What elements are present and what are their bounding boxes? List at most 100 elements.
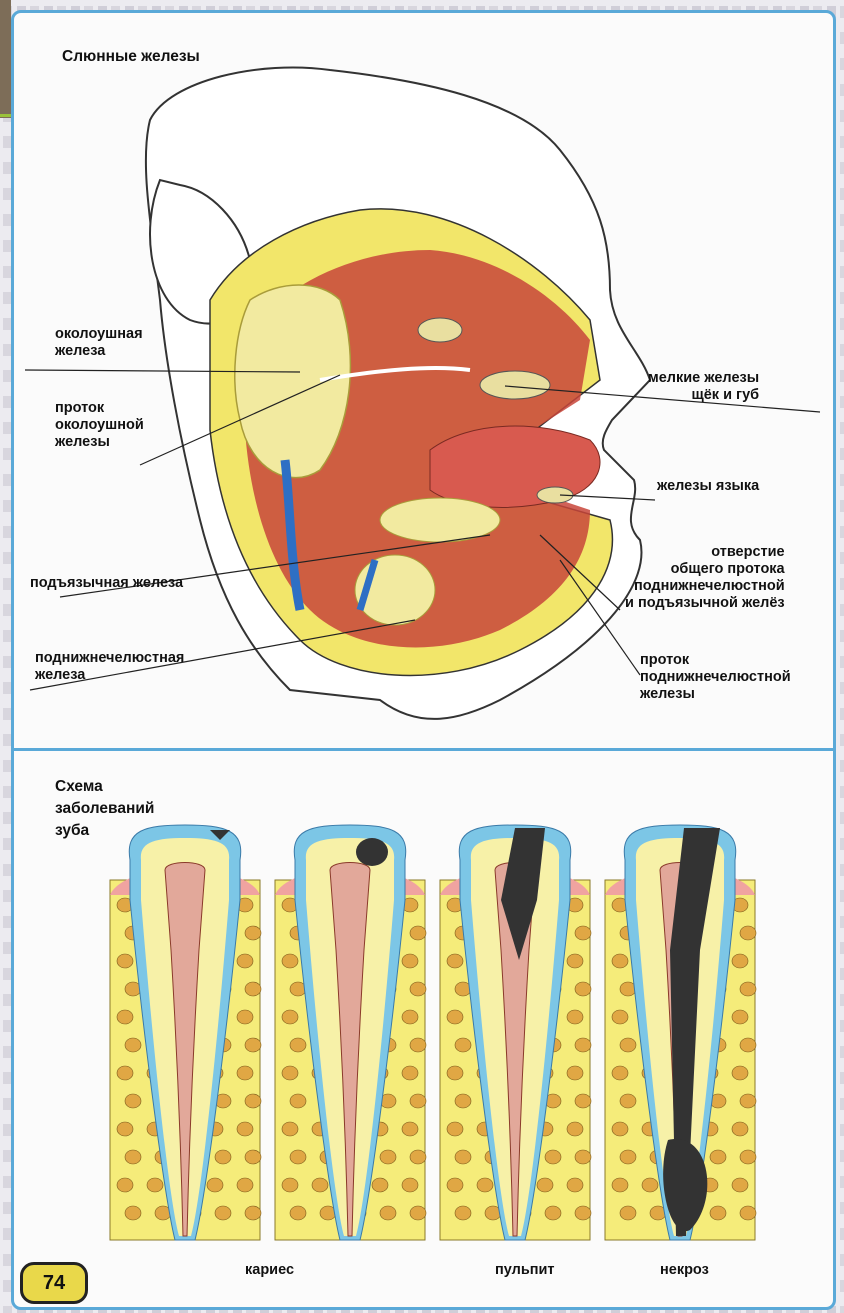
bone-pore <box>125 1206 141 1220</box>
caption-pulpitis: пульпит <box>495 1262 555 1279</box>
bone-pore <box>740 1038 756 1052</box>
bone-pore <box>282 1178 298 1192</box>
bone-pore <box>245 982 261 996</box>
bone-pore <box>237 1178 253 1192</box>
bone-pore <box>282 1066 298 1080</box>
bone-pore <box>612 1122 628 1136</box>
bone-pore <box>410 1150 426 1164</box>
bone-pore <box>245 1094 261 1108</box>
bone-pore <box>740 1206 756 1220</box>
bone-pore <box>612 1178 628 1192</box>
bone-pore <box>732 1010 748 1024</box>
bone-pore <box>380 1206 396 1220</box>
bone-pore <box>290 1206 306 1220</box>
bone-pore <box>567 1010 583 1024</box>
bone-pore <box>380 1150 396 1164</box>
bone-pore <box>245 1150 261 1164</box>
bone-pore <box>612 954 628 968</box>
caption-necrosis: некроз <box>660 1262 709 1279</box>
page-number-badge: 74 <box>20 1262 88 1304</box>
bone-pore <box>567 1178 583 1192</box>
bone-pore <box>282 954 298 968</box>
bone-pore <box>620 1150 636 1164</box>
bone-pore <box>537 1178 553 1192</box>
caption-caries: кариес <box>245 1262 294 1279</box>
bone-pore <box>740 982 756 996</box>
bone-pore <box>732 1066 748 1080</box>
bone-pore <box>237 954 253 968</box>
bone-pore <box>740 926 756 940</box>
bone-pore <box>477 1178 493 1192</box>
bone-pore <box>455 1150 471 1164</box>
bone-pore <box>710 1150 726 1164</box>
teeth-title: Схема заболеваний зуба <box>55 776 154 842</box>
bone-pore <box>455 1206 471 1220</box>
bone-pore <box>447 1066 463 1080</box>
bone-pore <box>410 1038 426 1052</box>
bone-pore <box>575 1150 591 1164</box>
bone-pore <box>245 926 261 940</box>
bone-pore <box>237 1010 253 1024</box>
bone-pore <box>402 954 418 968</box>
bone-pore <box>312 1178 328 1192</box>
bone-pore <box>282 1122 298 1136</box>
bone-pore <box>740 1150 756 1164</box>
bone-pore <box>402 1010 418 1024</box>
bone-pore <box>620 1206 636 1220</box>
bone-pore <box>732 1122 748 1136</box>
bone-pore <box>245 1206 261 1220</box>
bone-pore <box>282 1010 298 1024</box>
bone-pore <box>732 1178 748 1192</box>
bone-pore <box>620 1094 636 1108</box>
bone-pore <box>117 1178 133 1192</box>
bone-pore <box>125 1094 141 1108</box>
bone-pore <box>447 1010 463 1024</box>
bone-pore <box>620 1038 636 1052</box>
bone-pore <box>117 1066 133 1080</box>
bone-pore <box>575 1206 591 1220</box>
bone-pore <box>545 1150 561 1164</box>
bone-pore <box>410 1206 426 1220</box>
bone-pore <box>410 1094 426 1108</box>
bone-pore <box>447 954 463 968</box>
bone-pore <box>710 1206 726 1220</box>
bone-pore <box>575 926 591 940</box>
bone-pore <box>117 1010 133 1024</box>
bone-pore <box>455 1038 471 1052</box>
bone-pore <box>447 1122 463 1136</box>
bone-pore <box>290 1150 306 1164</box>
bone-pore <box>455 1094 471 1108</box>
bone-pore <box>732 954 748 968</box>
bone-pore <box>237 1066 253 1080</box>
bone-pore <box>612 1066 628 1080</box>
bone-pore <box>740 1094 756 1108</box>
bone-pore <box>207 1178 223 1192</box>
bone-pore <box>575 1038 591 1052</box>
bone-pore <box>402 1178 418 1192</box>
bone-pore <box>372 1178 388 1192</box>
bone-pore <box>125 1038 141 1052</box>
bone-pore <box>642 1178 658 1192</box>
bone-pore <box>215 1150 231 1164</box>
bone-pore <box>567 1122 583 1136</box>
bone-pore <box>215 1206 231 1220</box>
bone-pore <box>410 982 426 996</box>
caries-cavity <box>356 838 388 866</box>
bone-pore <box>567 1066 583 1080</box>
bone-pore <box>612 1010 628 1024</box>
bone-pore <box>147 1178 163 1192</box>
bone-pore <box>410 926 426 940</box>
bone-pore <box>290 1038 306 1052</box>
bone-pore <box>402 1066 418 1080</box>
bone-pore <box>117 954 133 968</box>
bone-pore <box>290 1094 306 1108</box>
bone-pore <box>245 1038 261 1052</box>
bone-pore <box>402 1122 418 1136</box>
bone-pore <box>545 1206 561 1220</box>
bone-pore <box>237 1122 253 1136</box>
bone-pore <box>125 1150 141 1164</box>
bone-pore <box>447 1178 463 1192</box>
bone-pore <box>117 1122 133 1136</box>
bone-pore <box>575 982 591 996</box>
